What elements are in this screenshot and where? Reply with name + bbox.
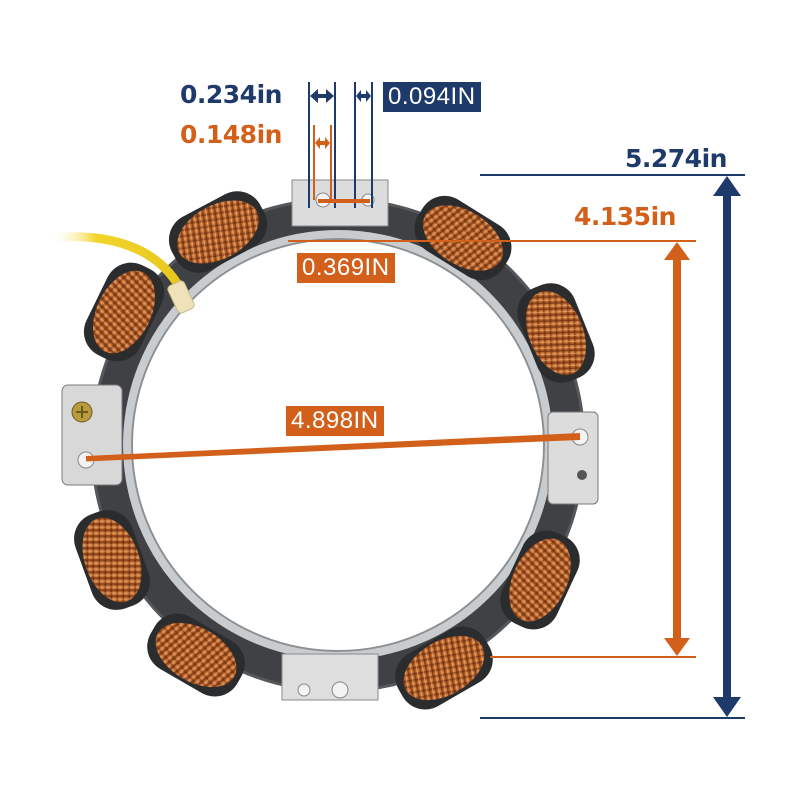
slot-width-outer-label: 0.234in [180, 80, 282, 109]
double-arrow-icon [356, 90, 371, 102]
slot-width-inner-label: 0.148in [180, 120, 282, 149]
double-arrow-icon [310, 89, 334, 103]
overall-height-dimension [480, 174, 745, 719]
slot-width-dimension [308, 82, 373, 208]
arrow-up-icon [713, 176, 741, 196]
coil-span-height-label: 4.135in [574, 202, 676, 231]
ring-thickness-label: 0.369IN [297, 253, 395, 283]
inner-slot-dimension [313, 125, 332, 200]
overall-height-label: 5.274in [625, 144, 727, 173]
slot-gap-label: 0.094IN [383, 82, 481, 112]
coil-span-dimension [288, 240, 696, 658]
lead-wire [45, 232, 187, 297]
arrow-up-icon [664, 242, 690, 260]
arrow-down-icon [713, 697, 741, 717]
double-arrow-icon [315, 137, 330, 149]
arrow-down-icon [664, 638, 690, 656]
mount-hole-span-label: 4.898IN [286, 406, 384, 436]
copper-coils [74, 191, 595, 710]
